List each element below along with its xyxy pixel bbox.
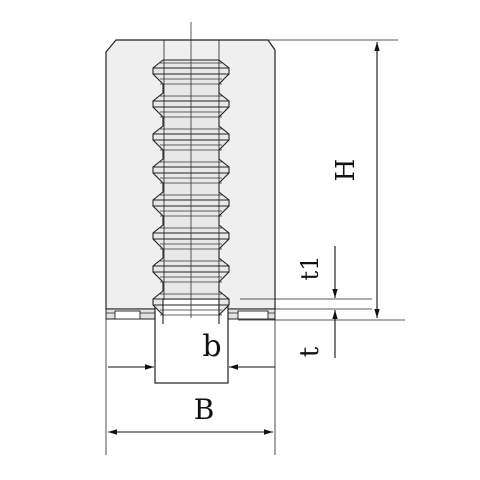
label-H: H (331, 159, 361, 182)
rail-notch-right (237, 310, 269, 320)
label-B: B (194, 393, 215, 426)
center-slot (154, 298, 229, 384)
label-t: t (295, 346, 325, 357)
rail-notch-left (114, 310, 141, 320)
label-b: b (202, 329, 221, 364)
label-t1: t1 (296, 256, 324, 281)
